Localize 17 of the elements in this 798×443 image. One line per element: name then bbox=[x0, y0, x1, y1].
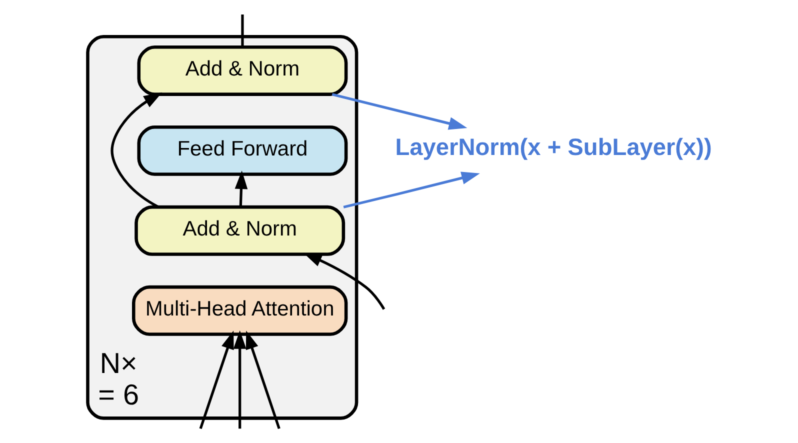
arrow bbox=[245, 330, 280, 430]
node-text: LayerNorm(x + SubLayer(x)) bbox=[394, 135, 712, 162]
arrow bbox=[232, 330, 246, 429]
connector bbox=[240, 14, 244, 47]
node-box: Add & Norm bbox=[136, 45, 348, 96]
cluster bbox=[86, 34, 358, 420]
arrow bbox=[198, 330, 234, 430]
arrow bbox=[302, 252, 385, 310]
node-box: Add & Norm bbox=[134, 205, 345, 256]
node-label: N× bbox=[99, 348, 137, 380]
node-box: Feed Forward bbox=[136, 125, 348, 176]
node-box: Multi-Head Attention bbox=[132, 285, 348, 336]
node-label: = 6 bbox=[98, 380, 138, 412]
arrow bbox=[342, 172, 480, 208]
arrow bbox=[331, 93, 467, 130]
arrow bbox=[234, 170, 248, 208]
arrow bbox=[110, 92, 162, 208]
